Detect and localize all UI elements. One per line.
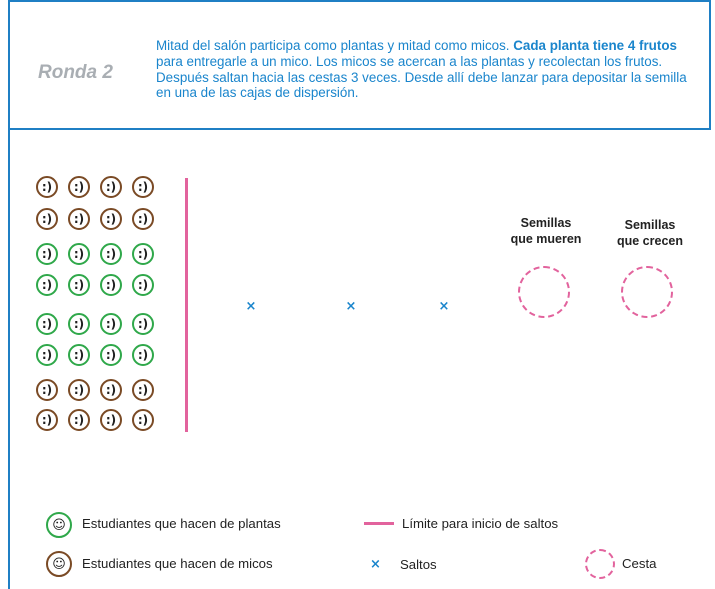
plant-student-face: :) — [68, 313, 90, 335]
plant-student-face: :) — [132, 243, 154, 265]
frame-right-border — [709, 0, 711, 130]
basket-label-grow-line2: que crecen — [616, 234, 683, 248]
monkey-student-face: :) — [100, 409, 122, 431]
monkey-student-face: :) — [36, 379, 58, 401]
instructions-part1: Mitad del salón participa como plantas y… — [156, 38, 514, 53]
plant-student-face: :) — [100, 243, 122, 265]
plant-student-face: :) — [68, 344, 90, 366]
monkey-student-face: :) — [68, 208, 90, 230]
monkey-student-face: :) — [36, 176, 58, 198]
plant-student-face: :) — [36, 243, 58, 265]
legend-monkey-face-icon: ☺ — [46, 551, 72, 577]
plant-student-face: :) — [100, 313, 122, 335]
legend-limit-line — [364, 522, 394, 525]
jump-mark-1: × — [245, 299, 257, 314]
monkey-student-face: :) — [36, 208, 58, 230]
monkey-student-face: :) — [100, 176, 122, 198]
monkey-student-face: :) — [68, 176, 90, 198]
monkey-student-face: :) — [68, 379, 90, 401]
plant-student-face: :) — [132, 313, 154, 335]
students-grid: :):):):):):):):):):):):):):):):):):):):)… — [36, 176, 166, 436]
instructions-text: Mitad del salón participa como plantas y… — [156, 38, 700, 101]
basket-label-die: Semillas que mueren — [496, 215, 596, 247]
plant-student-face: :) — [36, 313, 58, 335]
legend-monkeys-label: Estudiantes que hacen de micos — [82, 556, 273, 571]
legend-basket-label: Cesta — [622, 556, 657, 571]
legend-plant-face-icon: ☺ — [46, 512, 72, 538]
basket-grow — [621, 266, 673, 318]
jump-start-limit-line — [185, 178, 188, 432]
monkey-student-face: :) — [132, 176, 154, 198]
instructions-part2: para entregarle a un mico. Los micos se … — [156, 53, 687, 101]
plant-student-face: :) — [68, 243, 90, 265]
plant-student-face: :) — [36, 344, 58, 366]
basket-label-grow-line1: Semillas — [624, 218, 676, 232]
jump-mark-3: × — [438, 299, 450, 314]
monkey-student-face: :) — [132, 379, 154, 401]
monkey-student-face: :) — [36, 409, 58, 431]
plant-student-face: :) — [100, 344, 122, 366]
monkey-student-face: :) — [100, 379, 122, 401]
basket-die — [518, 266, 570, 318]
legend-jumps-label: Saltos — [400, 557, 437, 572]
monkey-student-face: :) — [132, 409, 154, 431]
plant-student-face: :) — [68, 274, 90, 296]
monkey-student-face: :) — [100, 208, 122, 230]
monkey-student-face: :) — [132, 208, 154, 230]
instructions-bold: Cada planta tiene 4 frutos — [513, 38, 677, 53]
plant-student-face: :) — [132, 274, 154, 296]
plant-student-face: :) — [36, 274, 58, 296]
legend-basket-icon — [585, 549, 615, 579]
basket-label-grow: Semillas que crecen — [600, 217, 700, 249]
monkey-student-face: :) — [68, 409, 90, 431]
legend-jump-icon: × — [370, 557, 381, 572]
round-title: Ronda 2 — [38, 62, 113, 83]
plant-student-face: :) — [132, 344, 154, 366]
plant-student-face: :) — [100, 274, 122, 296]
header-separator — [8, 128, 711, 130]
basket-label-die-line2: que mueren — [510, 232, 582, 246]
frame-left-border — [8, 0, 10, 589]
legend-limit-label: Límite para inicio de saltos — [402, 516, 559, 531]
basket-label-die-line1: Semillas — [520, 216, 572, 230]
legend-plants-label: Estudiantes que hacen de plantas — [82, 516, 281, 531]
frame-top-border — [8, 0, 711, 2]
jump-mark-2: × — [345, 299, 357, 314]
